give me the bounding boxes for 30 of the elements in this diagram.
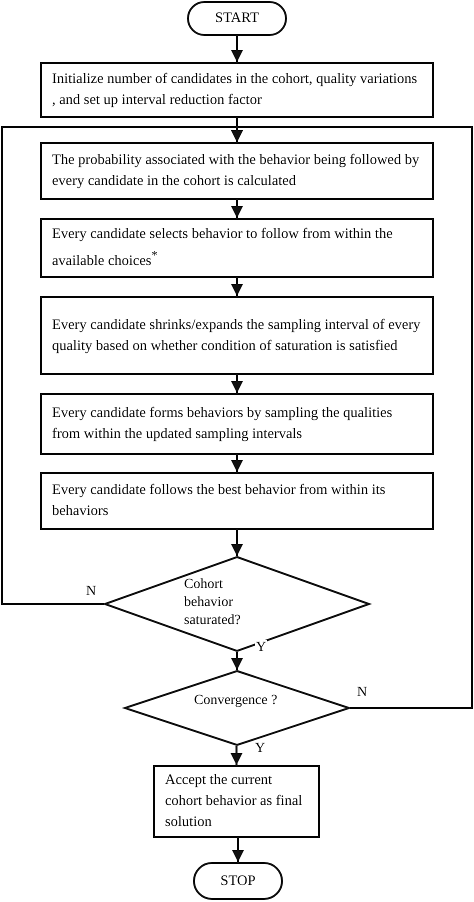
terminal-shape	[187, 1, 287, 36]
step-text: Every candidate shrinks/expands the sampling interval of every quality based on whether condition of saturation is satisfied	[52, 316, 422, 356]
terminal-shape	[193, 862, 283, 900]
arrow	[231, 200, 243, 218]
step-text: Accept the current cohort behavior as final solution	[165, 771, 304, 832]
process-box	[40, 296, 434, 375]
process-box	[40, 472, 434, 530]
process-box	[40, 218, 434, 278]
step-text: STOP	[220, 872, 256, 890]
arrow	[231, 278, 243, 296]
step-text: Convergence ?	[194, 692, 278, 710]
process-box	[40, 142, 434, 200]
arrow	[231, 652, 243, 670]
process-box	[153, 765, 320, 838]
arrow	[232, 838, 244, 862]
arrow	[230, 746, 242, 765]
step-text: Every candidate forms behaviors by sampling the qualities from within the updated sampling intervals	[52, 404, 394, 444]
arrow	[231, 126, 473, 709]
process-box	[40, 62, 434, 118]
step-text: START	[215, 9, 259, 28]
step-text: Initialize number of candidates in the cohort, quality variations , and set up interval reduction factor	[52, 70, 418, 110]
step-text: The probability associated with the behavior being followed by every candidate in the cohort is calculated	[52, 151, 420, 191]
step-text: Cohort behavior saturated?	[184, 576, 242, 630]
arrow	[231, 530, 243, 556]
arrow	[231, 455, 243, 472]
process-box	[40, 393, 434, 455]
step-text: Every candidate follows the best behavior from within its behaviors	[52, 481, 386, 521]
step-text: Every candidate selects behavior to follow from within the available choices$^{*}$	[52, 225, 394, 271]
arrow	[231, 375, 243, 393]
arrow	[231, 36, 243, 62]
